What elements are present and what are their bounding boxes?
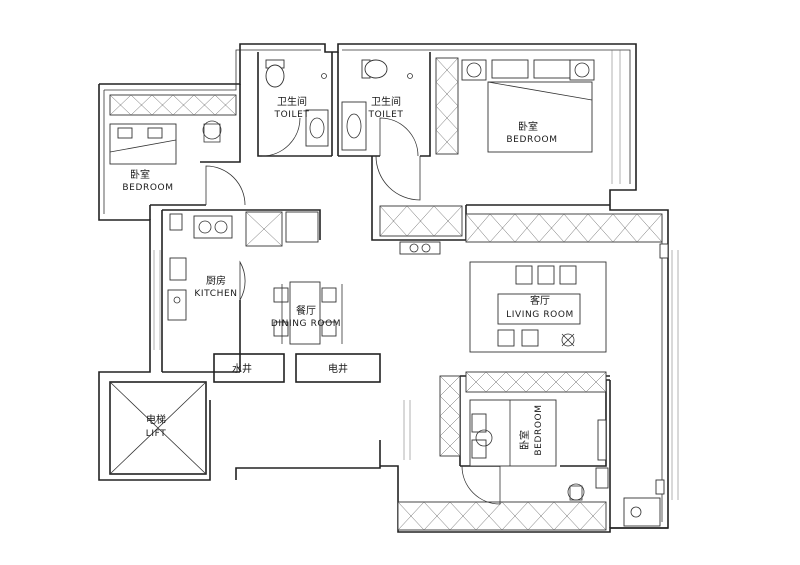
south-bedroom-label-cn: 卧室 — [518, 430, 531, 450]
utility-unit — [623, 479, 665, 527]
kitchen-label-en: KITCHEN — [194, 289, 237, 299]
toilet-left-label-cn: 卫生间 — [277, 95, 307, 108]
living-label-en: LIVING ROOM — [506, 310, 574, 320]
left-bed — [109, 120, 222, 165]
south-bed — [469, 399, 609, 501]
water-shaft-label: 水井 — [232, 362, 252, 375]
toilet-right-label-cn: 卫生间 — [371, 95, 401, 108]
left-bedroom-label-cn: 卧室 — [130, 168, 150, 181]
lift-label-cn: 电梯 — [146, 413, 166, 426]
room-labels: 卫生间 TOILET 卫生间 TOILET 卧室 BEDROOM 卧室 BEDR… — [122, 95, 574, 456]
dining-table — [273, 281, 343, 345]
master-bedroom-label-cn: 卧室 — [518, 120, 538, 133]
living-label-cn: 客厅 — [530, 294, 550, 307]
lift-shaft — [109, 381, 207, 475]
dining-label-en: DINING ROOM — [271, 319, 341, 329]
kitchen-cabinet-right — [245, 211, 283, 247]
toilet-left-label-en: TOILET — [273, 110, 309, 120]
south-bedroom-label-en: BEDROOM — [534, 404, 544, 455]
master-bedroom-label-en: BEDROOM — [506, 135, 557, 145]
cabinet-bottom-row — [397, 501, 607, 531]
furniture — [109, 59, 669, 527]
kitchen-stove — [167, 213, 233, 321]
wardrobe-master-bottom — [379, 205, 463, 237]
electric-shaft-label: 电井 — [328, 362, 348, 375]
kitchen-cabinet-far — [285, 211, 319, 243]
dining-label-cn: 餐厅 — [296, 304, 316, 317]
cabinets — [109, 57, 663, 531]
windows — [153, 50, 679, 500]
toilet-right-fixture — [341, 59, 413, 151]
living-room-set — [399, 241, 669, 353]
wardrobe-left-bedroom — [109, 94, 237, 116]
master-bed — [461, 59, 595, 153]
living-cabinet-top — [465, 213, 663, 243]
exterior-walls — [98, 43, 669, 533]
doors — [205, 117, 501, 505]
lift-label-en: LIFT — [146, 429, 167, 439]
wardrobe-south-bedroom-top — [465, 371, 607, 393]
wardrobe-south-bedroom-left — [439, 375, 461, 457]
left-bedroom-label-en: BEDROOM — [122, 183, 173, 193]
toilet-right-label-en: TOILET — [367, 110, 403, 120]
kitchen-label-cn: 厨房 — [206, 274, 226, 287]
toilet-left-fixture — [265, 59, 329, 147]
wardrobe-master-left — [435, 57, 459, 155]
